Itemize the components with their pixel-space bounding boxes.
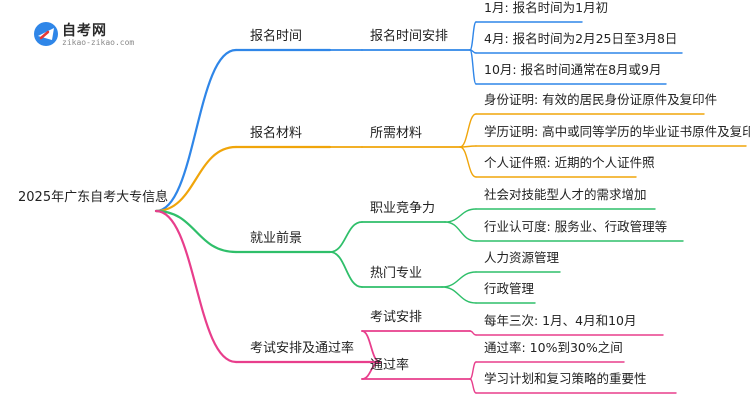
logo-url: zikao-zikao.com	[62, 38, 135, 47]
sub-connector-2-1	[329, 251, 363, 288]
leaf-connector-3-0-0	[469, 330, 477, 336]
leaf-label-0-0-0: 1月: 报名时间为1月初	[484, 0, 609, 15]
sub-label-3-1: 通过率	[370, 358, 410, 373]
leaf-label-1-0-0: 身份证明: 有效的居民身份证原件及复印件	[484, 92, 718, 107]
leaf-label-0-0-1: 4月: 报名时间为2月25日至3月8日	[484, 31, 678, 46]
leaf-connector-3-1-0	[469, 361, 477, 380]
logo-title: 自考网	[62, 23, 107, 39]
leaf-label-1-0-2: 个人证件照: 近期的个人证件照	[484, 155, 655, 170]
sub-label-2-1: 热门专业	[370, 266, 423, 281]
sub-label-2-0: 职业竞争力	[370, 201, 436, 216]
leaf-connector-1-0-2	[459, 146, 477, 178]
leaf-connector-2-0-0	[444, 208, 477, 223]
leaf-connector-1-0-0	[459, 113, 477, 148]
leaf-connector-2-0-1	[444, 221, 477, 242]
leaf-label-3-1-0: 通过率: 10%到30%之间	[484, 340, 623, 355]
branch-label-2: 就业前景	[250, 231, 303, 246]
leaf-connector-0-0-2	[469, 49, 477, 85]
leaf-label-3-1-1: 学习计划和复习策略的重要性	[484, 371, 647, 386]
root-node: 2025年广东自考大专信息	[18, 190, 169, 205]
branch-label-3: 考试安排及通过率	[250, 341, 355, 356]
branch-connector-0	[154, 48, 238, 213]
leaf-label-2-1-0: 人力资源管理	[484, 250, 560, 265]
sub-label-0-0: 报名时间安排	[370, 29, 449, 44]
leaf-label-3-0-0: 每年三次: 1月、4月和10月	[484, 313, 637, 328]
logo-icon	[34, 22, 58, 46]
branch-connector-1	[154, 145, 238, 213]
branch-label-1: 报名材料	[250, 126, 303, 141]
leaf-label-0-0-2: 10月: 报名时间通常在8月或9月	[484, 62, 662, 77]
sub-label-3-0: 考试安排	[370, 310, 423, 325]
leaf-label-2-0-1: 行业认可度: 服务业、行政管理等	[484, 219, 668, 234]
branch-connector-2	[154, 209, 238, 254]
leaf-label-1-0-1: 学历证明: 高中或同等学历的毕业证书原件及复印件	[484, 124, 750, 139]
leaf-connector-0-0-0	[469, 21, 477, 51]
leaf-label-2-1-1: 行政管理	[484, 281, 535, 296]
branch-label-0: 报名时间	[250, 29, 303, 44]
leaf-connector-2-1-0	[441, 271, 477, 288]
leaf-connector-2-1-1	[441, 286, 477, 304]
leaf-connector-3-1-1	[469, 378, 477, 394]
leaf-label-2-0-0: 社会对技能型人才的需求增加	[484, 187, 647, 202]
sub-label-1-0: 所需材料	[370, 126, 423, 141]
branch-connector-3	[154, 209, 238, 364]
sub-connector-2-0	[329, 221, 363, 253]
logo: 自考网 zikao-zikao.com	[32, 18, 152, 50]
